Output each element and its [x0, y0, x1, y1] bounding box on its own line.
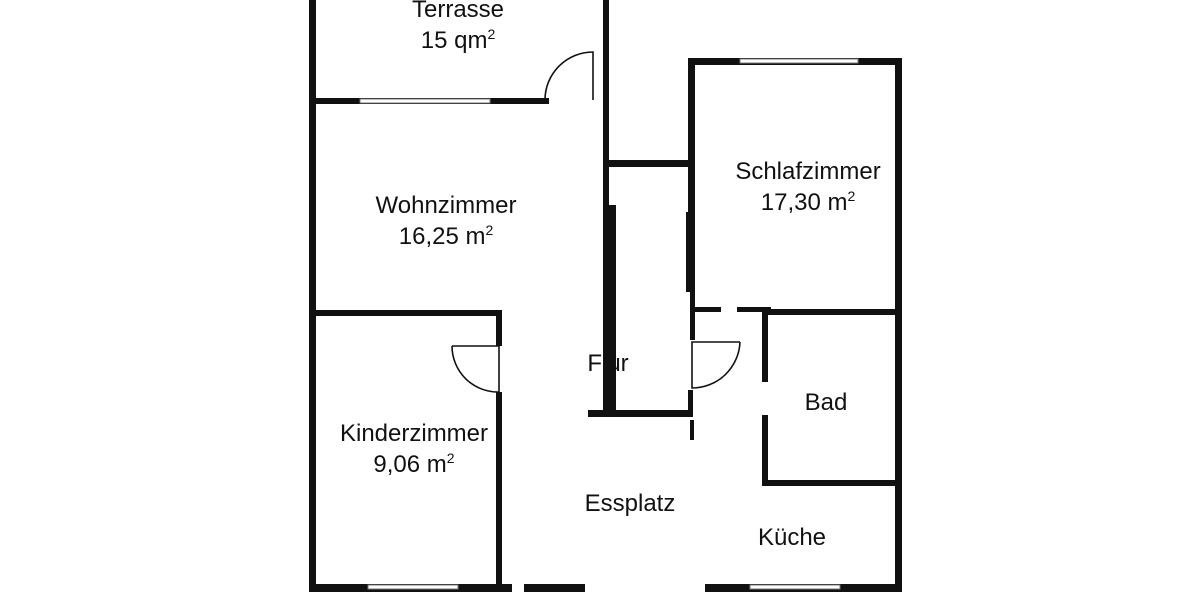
wall-bad-bottom — [762, 480, 902, 486]
window-kinderzimmer — [367, 584, 459, 590]
wall-bad-left-upper — [762, 312, 768, 382]
room-area: 16,25 m2 — [398, 222, 494, 250]
window-schlafzimmer — [739, 58, 859, 64]
room-label-essplatz: Essplatz — [585, 488, 676, 519]
room-name: Kinderzimmer — [339, 420, 489, 447]
room-area: 17,30 m2 — [760, 188, 856, 216]
door-terrasse — [544, 51, 594, 101]
wall-schlafzimmer-bad — [763, 309, 902, 315]
room-name: Wohnzimmer — [375, 192, 517, 219]
room-name: Essplatz — [584, 490, 676, 517]
wall-schlafzimmer-left-lower — [690, 292, 695, 340]
wall-wohnzimmer-kinderzimmer — [309, 310, 502, 316]
wall-flur-inner — [606, 205, 616, 417]
opening-bottom-2 — [585, 582, 705, 594]
wall-essplatz-stub — [690, 420, 694, 440]
door-kinderzimmer — [451, 345, 500, 393]
wall-flur-top — [603, 160, 695, 167]
room-label-wohnzimmer: Wohnzimmer 16,25 m2 — [376, 190, 517, 252]
window-wohnzimmer — [359, 98, 491, 104]
wall-outer-left — [309, 0, 316, 592]
wall-right-outer — [895, 58, 902, 592]
room-name: Küche — [757, 524, 827, 551]
windows — [359, 58, 859, 590]
opening-bottom-1 — [512, 582, 524, 594]
wall-fragment-2 — [737, 307, 771, 312]
wall-schlafzimmer-left-upper — [688, 58, 695, 218]
wall-flur-right-lower — [688, 390, 693, 414]
wall-fragment-1 — [695, 307, 721, 312]
wall-schlafzimmer-left-mid — [686, 212, 695, 292]
room-label-bad: Bad — [805, 387, 848, 418]
room-area: 9,06 m2 — [373, 450, 455, 478]
room-label-schlafzimmer: Schlafzimmer 17,30 m2 — [735, 156, 880, 218]
doors — [451, 51, 741, 393]
room-name: Schlafzimmer — [735, 158, 881, 185]
wall-terrasse-right — [603, 0, 609, 102]
door-bad — [691, 341, 741, 389]
room-name: Flur — [587, 350, 629, 377]
wall-kinderzimmer-right-lower — [496, 392, 502, 592]
wall-flur-bottom — [588, 410, 693, 417]
room-label-kinderzimmer: Kinderzimmer 9,06 m2 — [340, 418, 488, 480]
room-name: Bad — [804, 389, 848, 416]
room-name: Terrasse — [411, 0, 505, 23]
room-label-terrasse: Terrasse 15 qm2 — [412, 0, 504, 56]
wall-kinderzimmer-right-upper — [496, 310, 502, 346]
window-kueche — [749, 584, 841, 590]
room-label-kueche: Küche — [758, 522, 826, 553]
room-label-flur: Flur — [587, 348, 628, 379]
wall-bad-left-lower — [762, 415, 768, 485]
room-area: 15 qm2 — [420, 26, 496, 54]
